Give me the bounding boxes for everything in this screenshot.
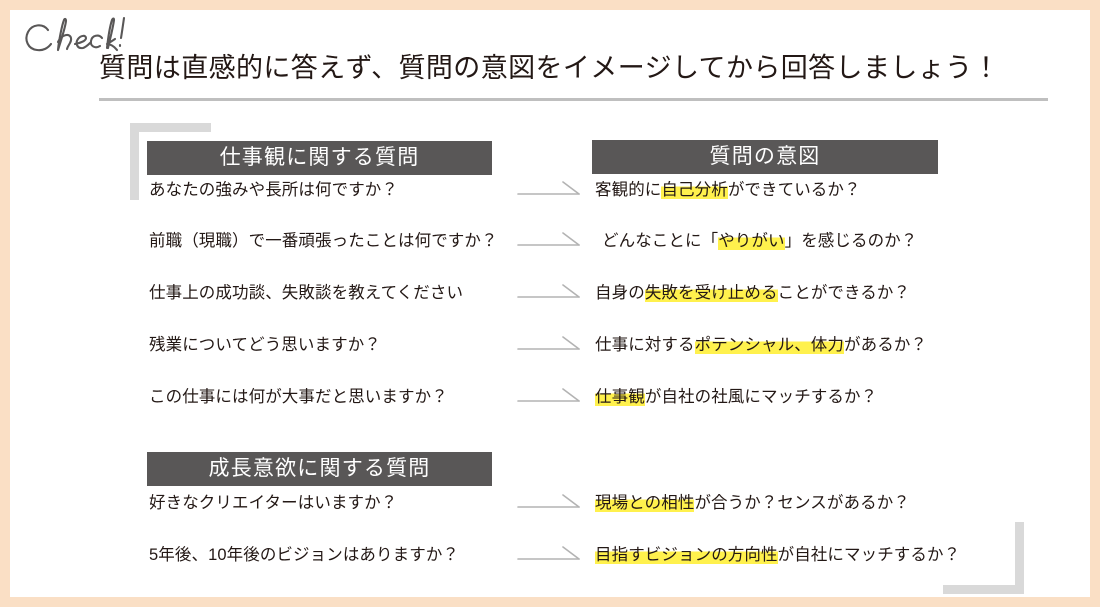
intent-text-highlight: 自己分析 — [661, 181, 728, 199]
qa-row: 前職（現職）で一番頑張ったことは何ですか？ どんなことに「やりがい」を感じるのか？ — [10, 226, 1090, 256]
question-text: あなたの強みや長所は何ですか？ — [149, 181, 398, 199]
intent-text-pre: どんなことに「 — [602, 232, 719, 250]
corner-bracket-top-left — [130, 123, 211, 200]
right-arrow-icon — [517, 284, 583, 304]
intent-text-pre: 仕事に対する — [595, 336, 695, 354]
intent-text-post: があるか？ — [844, 336, 928, 354]
intent-text-post: が自社にマッチするか？ — [777, 546, 961, 564]
intent-text: 客観的に自己分析ができているか？ — [595, 175, 1065, 205]
section-header-question-intent: 質問の意図 — [592, 140, 938, 174]
qa-row: この仕事には何が大事だと思いますか？ 仕事観が自社の社風にマッチするか？ — [10, 382, 1090, 412]
intent-text-post: ことができるか？ — [777, 284, 911, 302]
question-text: 仕事上の成功談、失敗談を教えてください — [149, 284, 464, 302]
intent-text-highlight: 目指すビジョンの方向性 — [595, 546, 778, 564]
intent-text: どんなことに「やりがい」を感じるのか？ — [602, 226, 1072, 256]
right-arrow-icon — [517, 232, 583, 252]
slide-page: 質問は直感的に答えず、質問の意図をイメージしてから回答しましょう！ 仕事観に関す… — [10, 10, 1090, 597]
right-arrow-icon — [517, 388, 583, 408]
corner-bracket-bottom-right — [943, 522, 1024, 594]
right-arrow-icon — [517, 494, 583, 514]
intent-text: 目指すビジョンの方向性が自社にマッチするか？ — [595, 540, 1065, 570]
intent-text-post: 」を感じるのか？ — [784, 232, 918, 250]
page-title: 質問は直感的に答えず、質問の意図をイメージしてから回答しましょう！ — [99, 53, 1000, 83]
intent-text: 現場との相性が合うか？センスがあるか？ — [595, 488, 1065, 518]
intent-text-highlight: 仕事観 — [595, 388, 645, 406]
question-text: 好きなクリエイターはいますか？ — [149, 494, 398, 512]
intent-text: 仕事に対するポテンシャル、体力があるか？ — [595, 330, 1065, 360]
qa-row: 5年後、10年後のビジョンはありますか？ 目指すビジョンの方向性が自社にマッチする… — [10, 540, 1090, 570]
question-text: この仕事には何が大事だと思いますか？ — [149, 388, 448, 406]
right-arrow-icon — [517, 336, 583, 356]
intent-text-pre: 客観的に — [595, 181, 662, 199]
qa-row: あなたの強みや長所は何ですか？ 客観的に自己分析ができているか？ — [10, 175, 1090, 205]
question-text: 残業についてどう思いますか？ — [149, 336, 381, 354]
intent-text-pre: 自身の — [595, 284, 645, 302]
qa-row: 仕事上の成功談、失敗談を教えてください 自身の失敗を受け止めることができるか？ — [10, 278, 1090, 308]
question-text: 5年後、10年後のビジョンはありますか？ — [149, 546, 460, 564]
intent-text-post: が自社の社風にマッチするか？ — [644, 388, 878, 406]
question-text: 前職（現職）で一番頑張ったことは何ですか？ — [149, 232, 498, 250]
page-title-wrap: 質問は直感的に答えず、質問の意図をイメージしてから回答しましょう！ — [99, 48, 1059, 88]
intent-text: 自身の失敗を受け止めることができるか？ — [595, 278, 1065, 308]
section-header-work-values: 仕事観に関する質問 — [147, 141, 492, 175]
section-header-growth-motivation: 成長意欲に関する質問 — [147, 452, 492, 486]
right-arrow-icon — [517, 546, 583, 566]
qa-row: 好きなクリエイターはいますか？ 現場との相性が合うか？センスがあるか？ — [10, 488, 1090, 518]
intent-text-post: が合うか？センスがあるか？ — [694, 494, 910, 512]
intent-text-highlight: やりがい — [718, 232, 785, 250]
intent-text-post: ができているか？ — [727, 181, 861, 199]
qa-row: 残業についてどう思いますか？ 仕事に対するポテンシャル、体力があるか？ — [10, 330, 1090, 360]
right-arrow-icon — [517, 181, 583, 201]
intent-text-highlight: 失敗を受け止める — [644, 284, 778, 302]
intent-text-highlight: 現場との相性 — [595, 494, 695, 512]
intent-text-highlight: ポテンシャル、体力 — [694, 336, 845, 354]
title-divider — [99, 98, 1048, 101]
intent-text: 仕事観が自社の社風にマッチするか？ — [595, 382, 1065, 412]
